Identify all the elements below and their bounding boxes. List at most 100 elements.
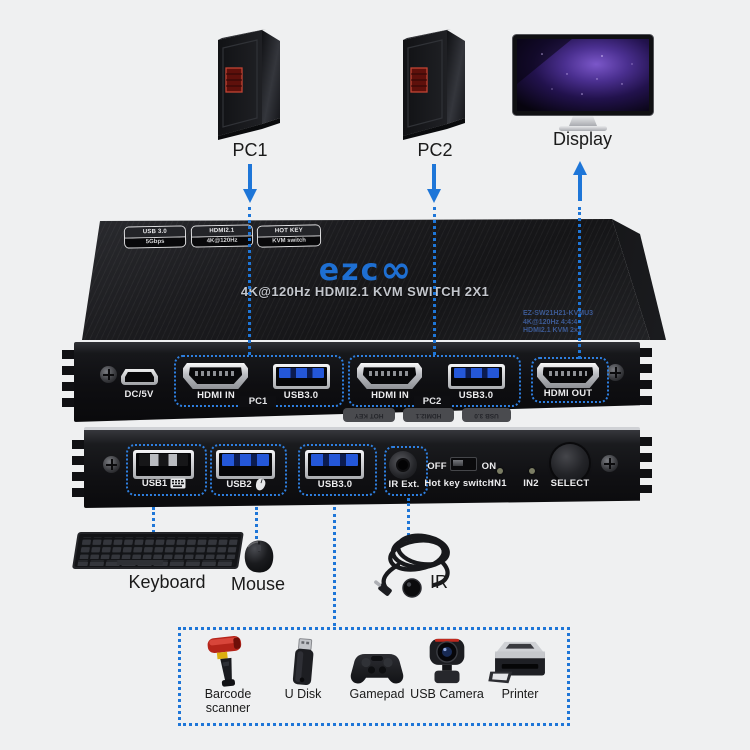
back-left-fins [72, 440, 84, 500]
pc2-down-arrow [427, 164, 441, 203]
hdmi-out-pins [548, 370, 588, 376]
accessory-udisk: U Disk [264, 634, 342, 702]
usb-camera-icon [426, 636, 468, 688]
gamepad-label: Gamepad [349, 687, 405, 701]
display-label: Display [552, 129, 613, 149]
usb3-back-tongue [311, 454, 358, 466]
dc-power-label: DC/5V [124, 389, 154, 400]
ir-ext-label: IR Ext. [388, 479, 420, 490]
udisk-label: U Disk [284, 687, 322, 701]
hotkey-toggle-switch [450, 457, 477, 471]
usb1-label: USB1 [141, 478, 168, 489]
usb3-back-port [305, 450, 364, 479]
switch-off-label: OFF [427, 461, 447, 472]
device-title: 4K@120Hz HDMI2.1 KVM SWITCH 2X1 [240, 284, 490, 299]
usb2-label-row: USB2 [206, 478, 286, 491]
mirrored-badge-usb3: USB 3.0 [462, 408, 511, 422]
usb2-tongue [222, 454, 269, 466]
pc2-label: PC2 [417, 140, 453, 160]
usb3-front-2-port [448, 364, 505, 389]
pc2-tower-image [393, 26, 473, 140]
usb1-keyboard-dotted-line [152, 507, 155, 533]
gamepad-icon [350, 648, 404, 688]
hotkey-toggle-knob [453, 460, 463, 466]
badge-usb3-line2: 5Gbps [125, 237, 186, 248]
ir-label: IR [430, 572, 448, 592]
hotkey-switch-label: Hot key switch [424, 478, 494, 489]
back-screw-right [601, 455, 618, 472]
select-label: SELECT [550, 478, 590, 489]
barcode-scanner-icon [205, 634, 251, 688]
brand-infinity-glyph: ∞ [380, 248, 412, 291]
mirrored-badge-hotkey: HOT KEY [343, 408, 395, 422]
hdmi-out-group [531, 357, 609, 403]
badge-hotkey: HOT KEY KVM switch [256, 224, 322, 248]
model-info: EZ-SW21H21-KVMU3 4K@120Hz 4:4:4 HDMI2.1 … [523, 310, 615, 336]
keyboard-icon [170, 478, 186, 489]
usb3-back-label: USB3.0 [317, 479, 353, 490]
pc1-tower-image [208, 26, 288, 140]
mouse-icon [255, 478, 266, 491]
usb2-label: USB2 [226, 479, 252, 490]
display-dotted-line [578, 207, 581, 359]
mirrored-badge-hdmi21: HDMI2.1 [403, 408, 454, 422]
pc1-label: PC1 [232, 140, 268, 160]
keyboard-label: Keyboard [128, 572, 206, 592]
usb3-front-1-label: USB3.0 [283, 390, 319, 401]
usb2-mouse-dotted-line [255, 507, 258, 539]
back-right-fins [640, 437, 652, 493]
accessory-printer: Printer [481, 634, 559, 702]
dc-power-port [121, 369, 158, 385]
in1-led [497, 468, 503, 474]
accessory-barcode-scanner: Barcode scanner [189, 634, 267, 715]
front-screw-right [607, 364, 624, 381]
usb1-contacts [139, 454, 188, 466]
usb-accessories-box [178, 627, 570, 726]
badge-hdmi21-line2: 4K@120Hz [192, 236, 253, 247]
usb3-back-group [298, 444, 377, 496]
usb3-accessories-dotted-line [333, 507, 336, 626]
usb1-keyboard-port [133, 450, 194, 479]
printer-icon [487, 640, 553, 688]
badge-usb3: USB 3.0 5Gbps [123, 225, 187, 249]
select-button [551, 444, 589, 482]
right-heatsink-fins [640, 348, 652, 406]
pc2-group-label: PC2 [414, 396, 450, 407]
ir-ext-group [384, 446, 428, 496]
in2-label: IN2 [523, 478, 539, 489]
ir-ext-jack-hole [398, 460, 408, 470]
hdmi-in-2-port [357, 363, 422, 389]
usb2-group [210, 444, 287, 496]
accessory-gamepad: Gamepad [338, 634, 416, 702]
in1-label: IN1 [491, 478, 507, 489]
left-heatsink-fins [62, 350, 74, 412]
printer-label: Printer [501, 687, 539, 701]
pc2-dotted-line [433, 207, 436, 355]
udisk-icon [287, 638, 319, 688]
hdmi-in-1-port [183, 363, 248, 389]
hdmi-out-port [537, 363, 599, 388]
ir-dotted-line [407, 498, 410, 542]
model-line-1: EZ-SW21H21-KVMU3 [523, 310, 594, 317]
badge-hotkey-line2: KVM switch [258, 236, 321, 247]
usb3-front-2-tongue [454, 368, 499, 378]
badge-hdmi21: HDMI2.1 4K@120Hz [190, 224, 254, 248]
hdmi-out-label: HDMI OUT [543, 388, 593, 399]
ir-receiver-image [370, 522, 464, 606]
model-line-2: 4K@120Hz 4:4:4 [523, 318, 578, 326]
brand-logo: ezc∞ [283, 251, 447, 288]
dc-power-port-inner [125, 372, 154, 382]
back-screw-left [103, 456, 120, 473]
pc1-down-arrow [243, 164, 257, 203]
usb3-front-2-label: USB3.0 [458, 390, 494, 401]
usb-camera-label: USB Camera [410, 687, 484, 701]
usb1-label-row: USB1 [124, 478, 204, 489]
pc1-group-label: PC1 [240, 396, 276, 407]
usb3-front-1-tongue [279, 368, 324, 378]
hdmi-in-2-pins [369, 370, 410, 376]
hdmi-in-1-label: HDMI IN [197, 390, 235, 401]
keyboard-image [62, 531, 248, 573]
brand-logo-text: ezc [318, 253, 381, 288]
mouse-image [241, 539, 277, 574]
usb3-front-1-port [273, 364, 330, 389]
